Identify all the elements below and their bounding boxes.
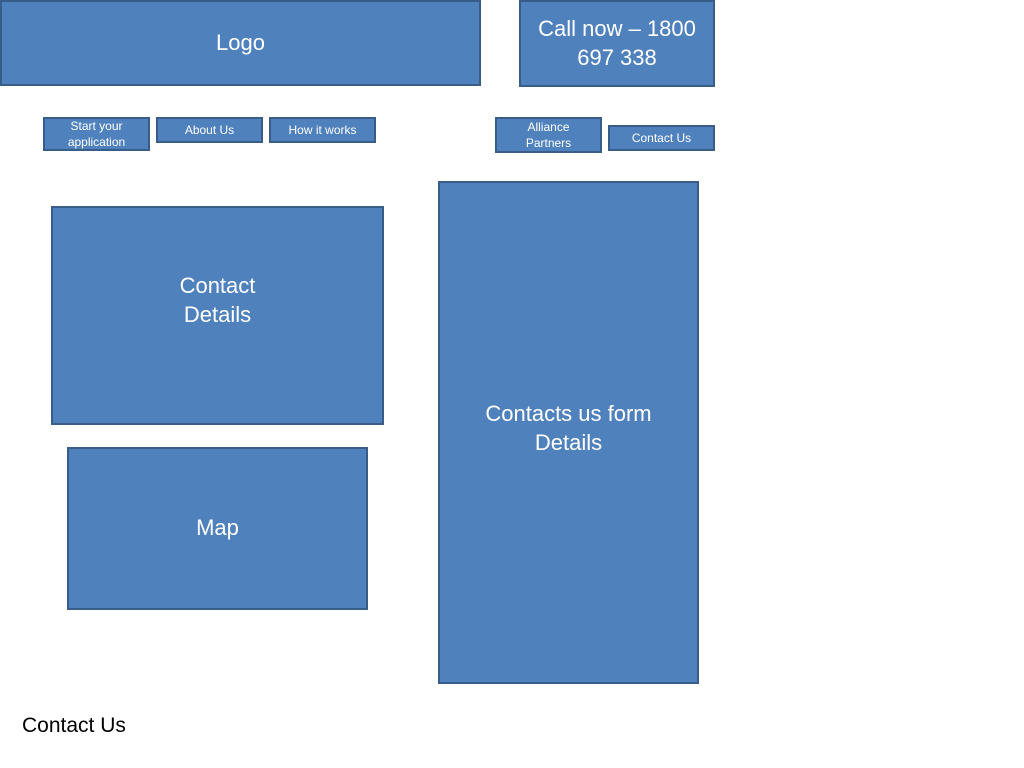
contact-form-label: Contacts us form Details bbox=[485, 400, 652, 455]
nav-alliance-partners-button[interactable]: Alliance Partners bbox=[495, 117, 602, 153]
nav-contact-us-button[interactable]: Contact Us bbox=[608, 125, 715, 151]
nav-start-application-label: Start your application bbox=[67, 118, 126, 149]
call-now-label: Call now – 1800 697 338 bbox=[538, 15, 696, 70]
nav-contact-us-label: Contact Us bbox=[631, 130, 692, 145]
nav-start-application-button[interactable]: Start your application bbox=[43, 117, 150, 151]
contact-details-panel: Contact Details bbox=[51, 206, 384, 425]
logo-label: Logo bbox=[216, 29, 265, 55]
nav-how-it-works-button[interactable]: How it works bbox=[269, 117, 376, 143]
nav-alliance-partners-label: Alliance Partners bbox=[525, 119, 572, 150]
contact-details-label: Contact Details bbox=[179, 272, 256, 327]
nav-about-us-button[interactable]: About Us bbox=[156, 117, 263, 143]
logo-placeholder[interactable]: Logo bbox=[0, 0, 481, 86]
map-label: Map bbox=[196, 515, 239, 541]
contact-form-panel[interactable]: Contacts us form Details bbox=[438, 181, 699, 684]
nav-about-us-label: About Us bbox=[184, 122, 235, 137]
call-now-box[interactable]: Call now – 1800 697 338 bbox=[519, 0, 715, 87]
nav-how-it-works-label: How it works bbox=[288, 122, 357, 137]
page-caption: Contact Us bbox=[22, 714, 126, 737]
map-panel[interactable]: Map bbox=[67, 447, 368, 610]
